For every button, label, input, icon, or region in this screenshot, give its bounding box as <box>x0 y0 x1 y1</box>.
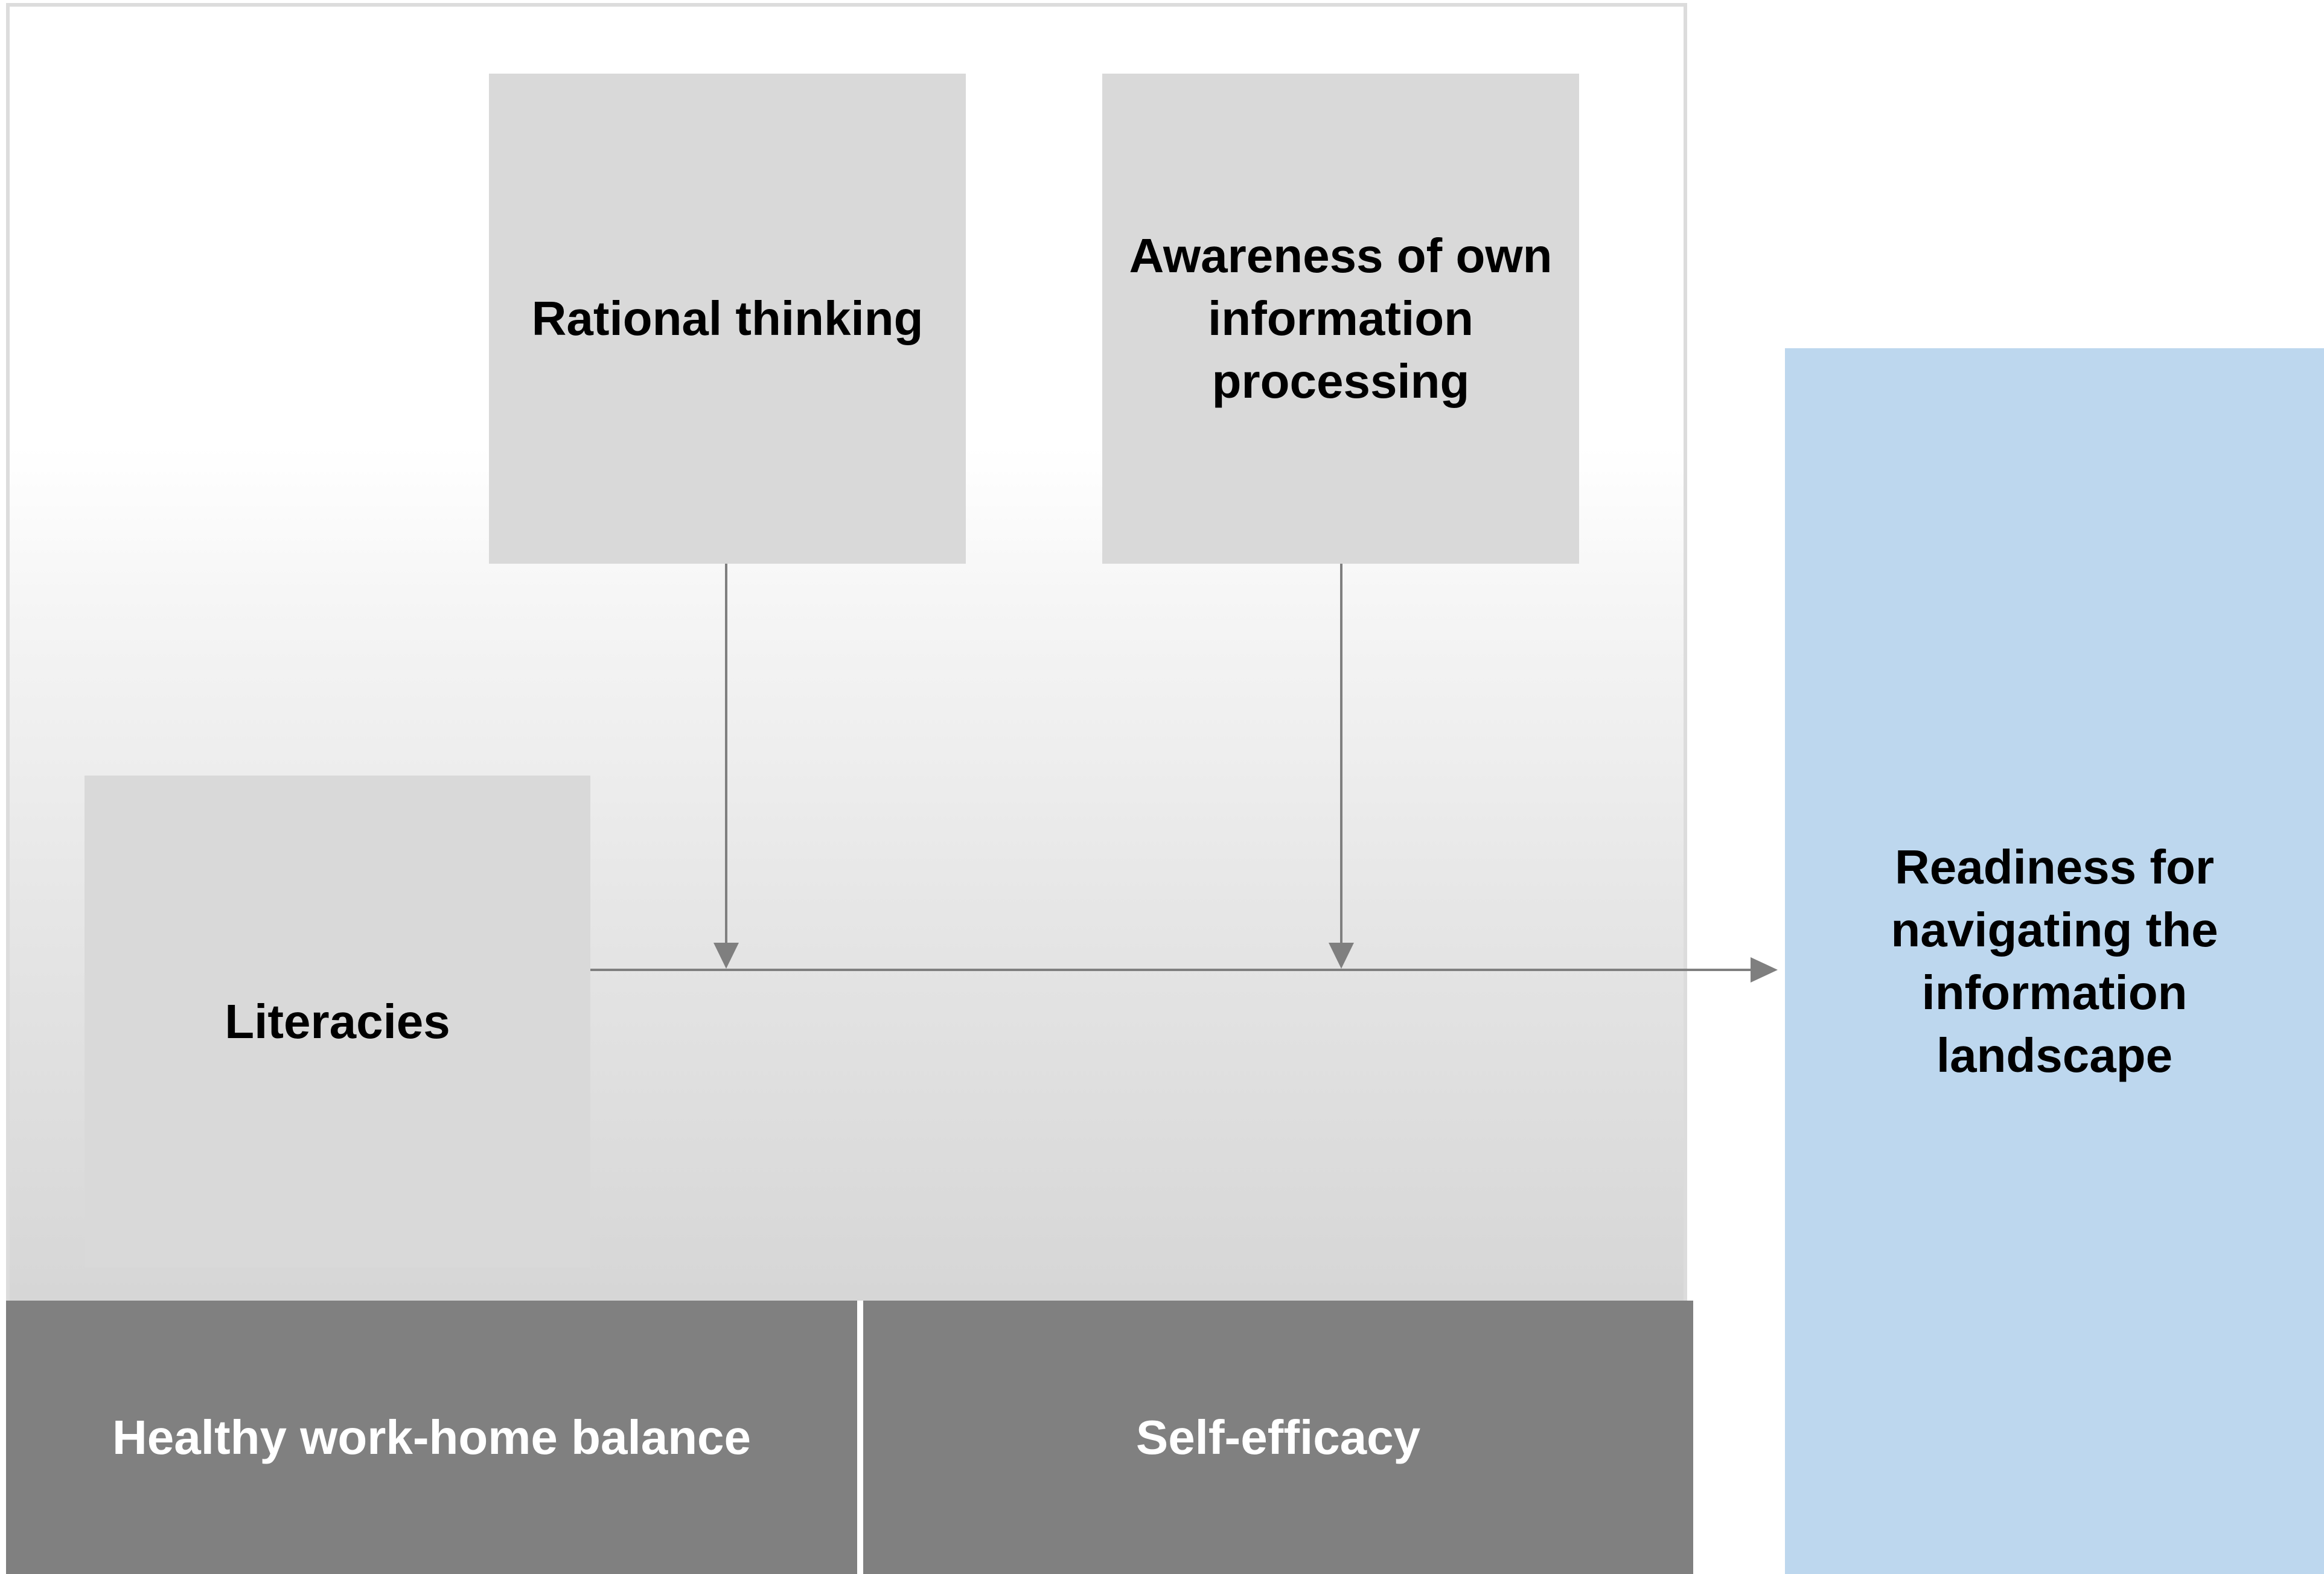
work-home-balance-label: Healthy work-home balance <box>112 1410 752 1464</box>
work-home-balance-node: Healthy work-home balance <box>6 1301 857 1574</box>
rational-thinking-label: Rational thinking <box>531 292 924 345</box>
readiness-arrowhead <box>1751 957 1778 983</box>
literacies-node: Literacies <box>85 776 590 1267</box>
self-efficacy-label: Self-efficacy <box>1135 1410 1421 1464</box>
readiness-label: Readiness for navigating the information… <box>1891 840 2218 1082</box>
readiness-node: Readiness for navigating the information… <box>1785 348 2324 1574</box>
awareness-node: Awareness of own information processing <box>1102 74 1579 564</box>
self-efficacy-node: Self-efficacy <box>863 1301 1693 1574</box>
awareness-label: Awareness of own information processing <box>1129 229 1553 408</box>
rational-thinking-node: Rational thinking <box>489 74 966 564</box>
literacies-label: Literacies <box>225 994 450 1048</box>
